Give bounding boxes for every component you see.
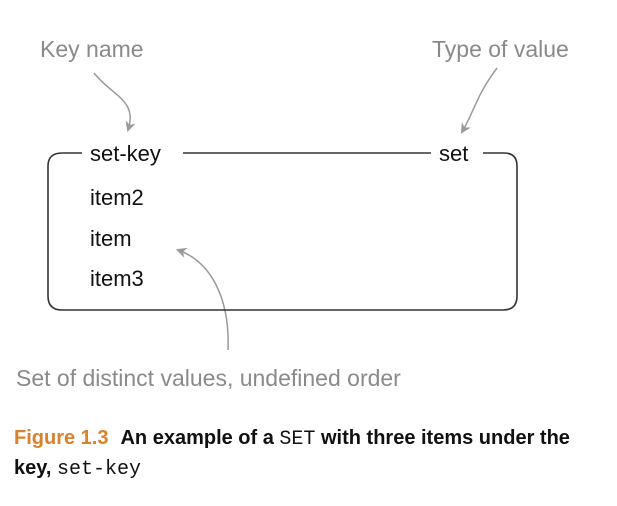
set-item: item3: [90, 266, 144, 291]
key-name-annotation: Key name: [40, 36, 144, 62]
figure-label: Figure 1.3: [14, 427, 109, 449]
type-of-value-arrow: [460, 67, 498, 134]
type-of-value-annotation: Type of value: [432, 36, 569, 62]
set-key-label: set-key: [90, 141, 161, 166]
caption-text: An example of a: [120, 427, 280, 449]
caption-code-set: SET: [279, 428, 316, 451]
key-name-arrow: [93, 72, 136, 132]
figure-caption: Figure 1.3 An example of a SET with three…: [14, 424, 604, 484]
set-values-arrow: [176, 247, 229, 351]
set-description-annotation: Set of distinct values, undefined order: [16, 365, 401, 391]
caption-code-set-key: set-key: [57, 458, 142, 481]
set-box-outline: [47, 152, 518, 311]
set-item: item2: [90, 185, 144, 210]
caption-text: with three items under the key,: [14, 427, 570, 479]
set-item: item: [90, 226, 132, 251]
set-type-label: set: [439, 141, 468, 166]
